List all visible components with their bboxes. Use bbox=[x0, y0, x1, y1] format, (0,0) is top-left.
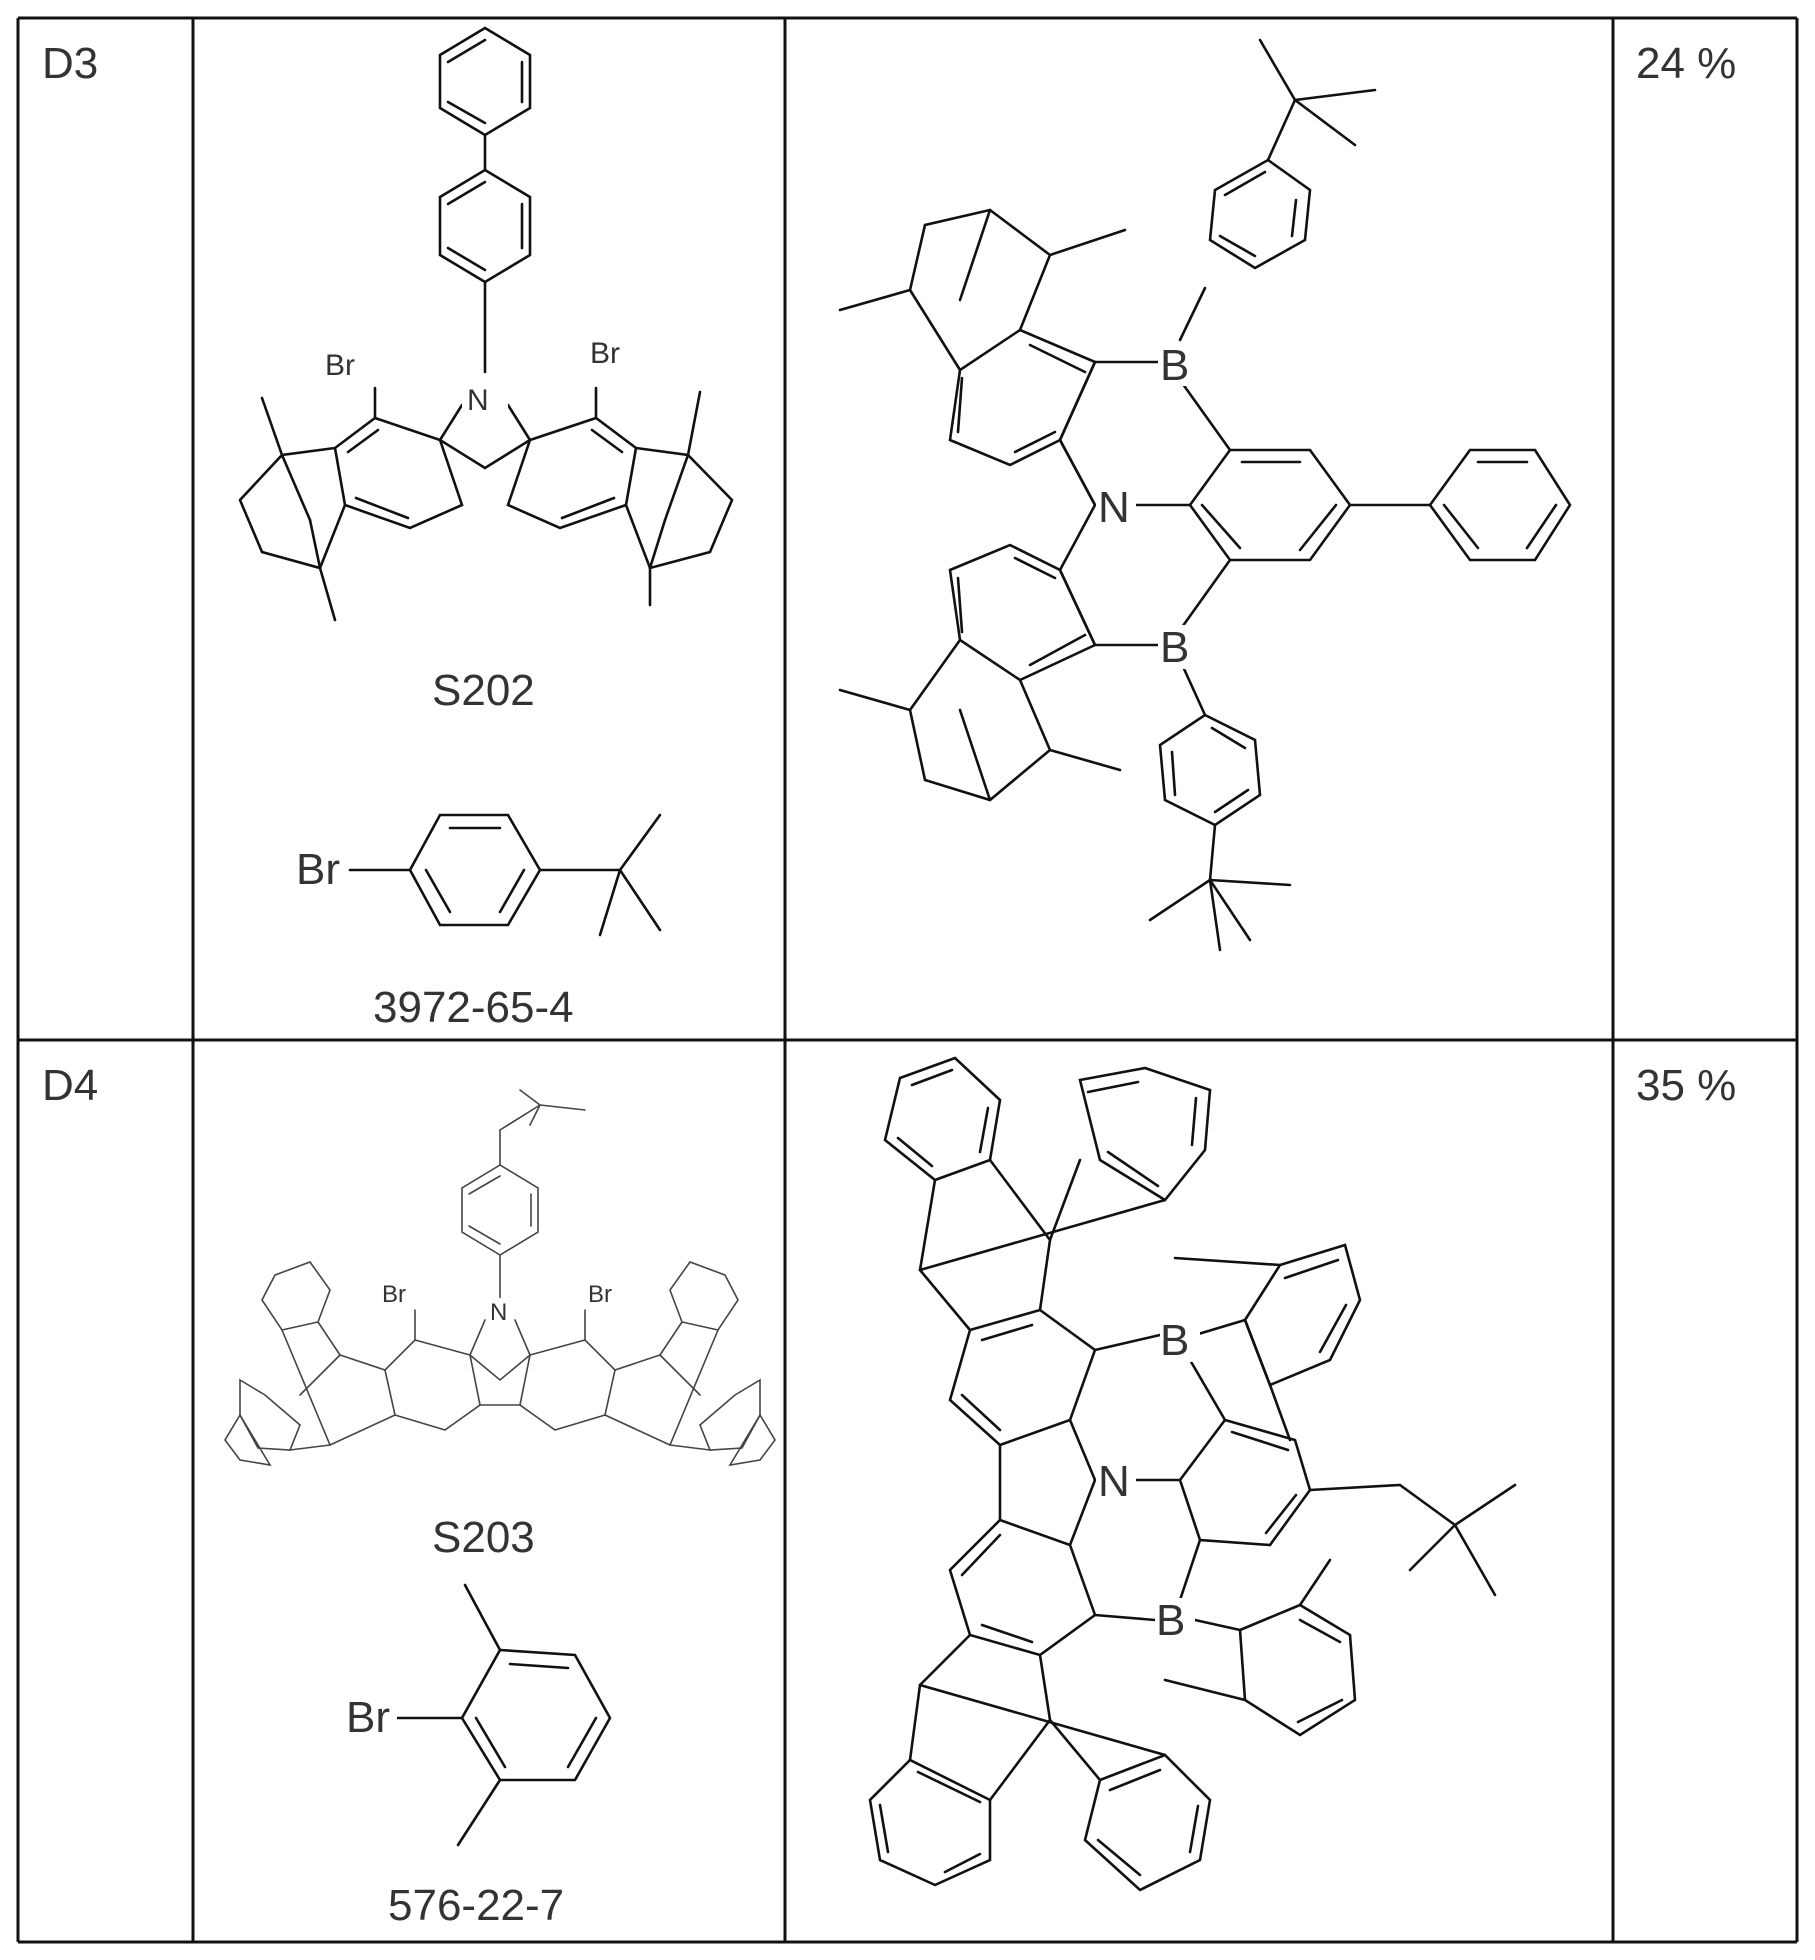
atom-label: N bbox=[1098, 483, 1130, 532]
atom-label: Br bbox=[382, 1281, 406, 1308]
atom-label: B bbox=[1160, 1316, 1189, 1365]
row-id: D4 bbox=[42, 1061, 98, 1110]
reagent-label: S202 bbox=[432, 666, 535, 715]
reagent-s203-structure bbox=[225, 1090, 775, 1465]
reagent-3972-65-4-structure bbox=[350, 815, 660, 935]
reagent-label: 3972-65-4 bbox=[373, 983, 574, 1032]
yield-value: 24 % bbox=[1636, 39, 1736, 88]
product-d3-structure bbox=[840, 40, 1570, 950]
atom-label: Br bbox=[590, 337, 620, 370]
yield-value: 35 % bbox=[1636, 1061, 1736, 1110]
atom-label: N bbox=[467, 384, 489, 417]
table-row-d3: D3 24 % bbox=[42, 28, 1736, 1032]
atom-label: Br bbox=[346, 1693, 390, 1742]
atom-label: N bbox=[1098, 1457, 1130, 1506]
product-d4-structure bbox=[870, 1058, 1515, 1890]
reagent-576-22-7-structure bbox=[395, 1585, 610, 1845]
atom-label: B bbox=[1160, 341, 1189, 390]
atom-label: N bbox=[490, 1299, 507, 1326]
reagent-label: 576-22-7 bbox=[388, 1881, 564, 1930]
atom-label: B bbox=[1156, 1596, 1185, 1645]
reagent-s202-structure bbox=[240, 28, 732, 620]
atom-label: Br bbox=[296, 845, 340, 894]
atom-label: B bbox=[1160, 623, 1189, 672]
table-row-d4: D4 35 % bbox=[42, 1058, 1736, 1930]
row-id: D3 bbox=[42, 39, 98, 88]
atom-label: Br bbox=[325, 349, 355, 382]
reagent-label: S203 bbox=[432, 1513, 535, 1562]
table-grid bbox=[18, 18, 1797, 1942]
atom-label: Br bbox=[588, 1281, 612, 1308]
